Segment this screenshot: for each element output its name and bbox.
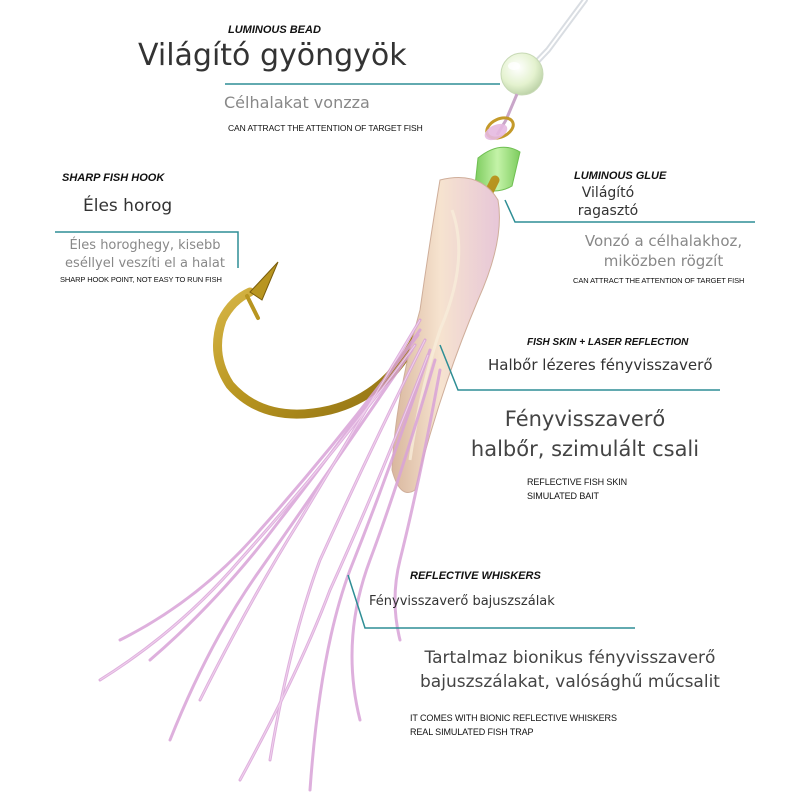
skin-caption-line1: REFLECTIVE FISH SKIN: [527, 477, 628, 487]
glue-caption: CAN ATTRACT THE ATTENTION OF TARGET FISH: [573, 276, 745, 285]
hook-subtitle-line1: Éles horoghegy, kisebb: [69, 238, 221, 253]
skin-tag: FISH SKIN + LASER REFLECTION: [527, 337, 689, 348]
skin-title: Halbőr lézeres fényvisszaverő: [488, 356, 713, 374]
bead-caption: CAN ATTRACT THE ATTENTION OF TARGET FISH: [228, 123, 423, 133]
whiskers-body: Tartalmaz bionikus fényvisszaverő bajusz…: [410, 646, 730, 694]
hook-subtitle: Éles horoghegy, kisebb eséllyel veszíti …: [55, 237, 235, 273]
hook-subtitle-line2: eséllyel veszíti el a halat: [65, 256, 225, 271]
leader-skin: [439, 344, 720, 391]
whiskers-body-line2: bajuszszálakat, valósághű műcsalit: [420, 672, 720, 692]
whiskers-tag: REFLECTIVE WHISKERS: [410, 570, 541, 582]
hook-tag: SHARP FISH HOOK: [62, 172, 165, 184]
glue-subtitle-line1: Vonzó a célhalakhoz,: [584, 232, 743, 250]
glue-title-line2: ragasztó: [577, 203, 639, 219]
whiskers-title: Fényvisszaverő bajuszszálak: [369, 594, 555, 609]
hook-eye: [484, 116, 515, 141]
skin-caption: REFLECTIVE FISH SKIN SIMULATED BAIT: [527, 475, 627, 503]
bead-tag: LUMINOUS BEAD: [228, 24, 321, 36]
whiskers-body-line1: Tartalmaz bionikus fényvisszaverő: [424, 648, 716, 668]
glue-subtitle-line2: miközben rögzít: [603, 252, 724, 270]
leader-lines: [55, 83, 755, 629]
leader-whiskers: [347, 574, 635, 629]
skin-body-line2: halbőr, szimulált csali: [470, 437, 700, 461]
whiskers-caption-line1: IT COMES WITH BIONIC REFLECTIVE WHISKERS: [410, 713, 617, 723]
hook-caption: SHARP HOOK POINT, NOT EASY TO RUN FISH: [60, 275, 222, 284]
luminous-bead: [500, 52, 544, 96]
glue-subtitle: Vonzó a célhalakhoz, miközben rögzít: [556, 231, 771, 271]
whiskers-caption: IT COMES WITH BIONIC REFLECTIVE WHISKERS…: [410, 711, 617, 739]
leader-glue: [504, 199, 755, 223]
leader-hook: [55, 231, 239, 268]
glue-title: Világító ragasztó: [568, 184, 648, 220]
skin-caption-line2: SIMULATED BAIT: [527, 491, 599, 501]
skin-body: Fényvisszaverő halbőr, szimulált csali: [440, 404, 730, 464]
bead-title: Világító gyöngyök: [138, 38, 407, 73]
whiskers-caption-line2: REAL SIMULATED FISH TRAP: [410, 727, 534, 737]
hook-title: Éles horog: [83, 196, 173, 216]
glue-title-line1: Világító: [581, 185, 635, 201]
skin-body-line1: Fényvisszaverő: [504, 407, 666, 431]
bead-subtitle: Célhalakat vonzza: [224, 93, 370, 112]
reflective-whiskers: [98, 318, 442, 792]
glue-tag: LUMINOUS GLUE: [574, 170, 667, 182]
